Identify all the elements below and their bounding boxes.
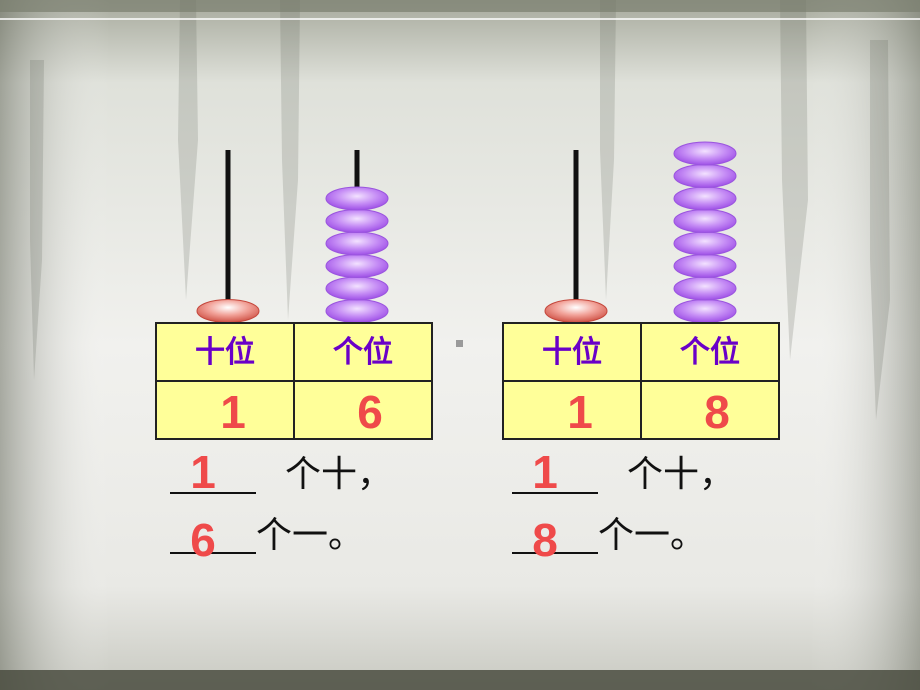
header-tens: 十位 (195, 335, 255, 370)
fill-in-sentence: 1 个十， 8 个一。 (512, 446, 735, 566)
ones-bead (325, 276, 389, 301)
abacus-layer: 十位 个位 1 6 1 个十， 6 个一。 十位 个位 1 8 1 个十， 8 个一。 (155, 141, 780, 566)
phrase-ones: 个一。 (256, 515, 364, 556)
place-value-table: 十位 个位 1 6 (155, 322, 433, 440)
answer-ones: 6 (190, 514, 216, 566)
ones-bead (673, 231, 737, 256)
digit-tens: 1 (567, 386, 593, 438)
header-ones: 个位 (333, 335, 393, 370)
digit-ones: 8 (704, 386, 730, 438)
ones-bead (673, 276, 737, 301)
ones-bead (673, 254, 737, 278)
header-tens: 十位 (542, 335, 602, 370)
tree-silhouettes (30, 0, 890, 420)
answer-tens: 1 (190, 446, 216, 498)
abacus-2: 十位 个位 1 8 1 个十， 8 个一。 (502, 141, 780, 566)
ones-bead (325, 186, 389, 211)
abacus-1: 十位 个位 1 6 1 个十， 6 个一。 (155, 150, 433, 566)
place-value-table: 十位 个位 1 8 (502, 322, 780, 440)
fill-in-sentence: 1 个十， 6 个一。 (170, 446, 393, 566)
ones-bead (673, 141, 737, 166)
digit-tens: 1 (220, 386, 246, 438)
tens-bead (544, 299, 608, 323)
ones-bead (673, 299, 737, 323)
tens-bead (196, 299, 260, 323)
ones-bead (325, 231, 389, 256)
ones-bead (673, 164, 737, 188)
answer-tens: 1 (532, 446, 558, 498)
ones-bead (325, 209, 389, 233)
ones-bead (325, 299, 389, 323)
center-dot (456, 340, 463, 347)
digit-ones: 6 (357, 386, 383, 438)
phrase-tens: 个十， (627, 454, 735, 495)
ones-bead (673, 186, 737, 211)
phrase-tens: 个十， (285, 454, 393, 495)
header-ones: 个位 (680, 335, 740, 370)
ones-bead (673, 209, 737, 233)
ones-bead (325, 254, 389, 278)
phrase-ones: 个一。 (598, 515, 706, 556)
answer-ones: 8 (532, 514, 558, 566)
